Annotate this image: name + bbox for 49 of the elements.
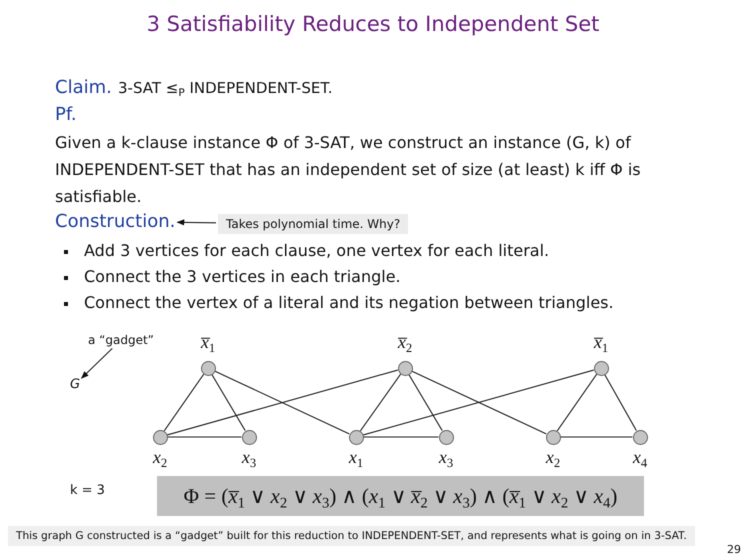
bullet-text: Connect the vertex of a literal and its negation between triangles. — [84, 292, 614, 314]
arrow — [176, 219, 216, 226]
graph-edge — [363, 370, 594, 436]
graph-edge — [211, 374, 246, 431]
vertex-label: x$_{2}$ — [152, 447, 168, 468]
claim-statement: 3-SAT ≤$_{P}$ INDEPENDENT-SET. — [118, 78, 332, 102]
graph-edge — [604, 374, 637, 431]
page-number: 29 — [727, 543, 741, 556]
vertex-label: x̅$_{2}$ — [398, 332, 412, 353]
graph-vertex — [152, 430, 168, 444]
graph-edge — [364, 436, 438, 438]
k-value: k = 3 — [70, 482, 105, 500]
proof-paragraph: Given a k-clause instance Φ of 3-SAT, we construct an instance (G, k) of INDEPENDENT-SET that has an independent set of size (at least) k iff Φ is satisfiable. — [55, 132, 642, 208]
vertex-label: x̅$_{1}$ — [200, 332, 216, 353]
graph-vertex — [398, 360, 412, 376]
graph-edge — [408, 374, 443, 431]
vertex-label: x$_{3}$ — [438, 447, 454, 468]
graph-edge — [412, 370, 546, 434]
graph-vertex — [594, 360, 608, 376]
bullet-text: Connect the 3 vertices in each triangle. — [84, 266, 401, 288]
graph-edge — [214, 370, 350, 434]
graph-edge — [560, 436, 632, 438]
footnote: This graph G constructed is a “gadget” built for this reduction to INDEPENDENT-SET, and represents what is going on in 3-SAT. — [8, 526, 695, 546]
annotation-text: G — [70, 377, 80, 392]
vertex-label: x$_{4}$ — [632, 447, 648, 468]
formula: Φ = (x̅$_{1}$ ∨ x$_{2}$ ∨ x$_{3}$) ∧ (x$_{1}$ ∨ x̅$_{2}$ ∨ x$_{3}$) ∧ (x̅$_{1}$ ∨ x$_{2}$ ∨ x$_{4}$) — [157, 476, 644, 516]
vertex-label: x$_{1}$ — [348, 447, 364, 468]
graph-edge — [360, 374, 402, 432]
vertex-label: x̅$_{1}$ — [594, 332, 608, 353]
graph-vertex — [632, 430, 648, 444]
graph-edge — [556, 374, 598, 432]
vertex-label: x$_{3}$ — [242, 447, 256, 468]
graph-vertex — [546, 430, 560, 444]
section-heading: Construction. — [55, 211, 176, 232]
graph-vertex — [348, 430, 364, 444]
claim-heading: Claim. — [55, 76, 112, 100]
vertex-label: x$_{2}$ — [546, 447, 560, 468]
proof-heading: Pf. — [55, 103, 77, 127]
graph-vertex — [438, 430, 454, 444]
annotation-text: a “gadget” — [88, 333, 154, 347]
arrow — [80, 348, 113, 379]
graph-vertex — [200, 360, 216, 376]
note-box: Takes polynomial time. Why? — [218, 214, 408, 234]
graph-vertex — [242, 430, 256, 444]
graph-edge — [164, 374, 204, 432]
slide-title: 3 Satisfiability Reduces to Independent Set — [146, 12, 600, 36]
graph-edge — [168, 436, 242, 438]
bullet-text: Add 3 vertices for each clause, one vertex for each literal. — [84, 240, 550, 262]
graph-edge — [167, 370, 398, 436]
